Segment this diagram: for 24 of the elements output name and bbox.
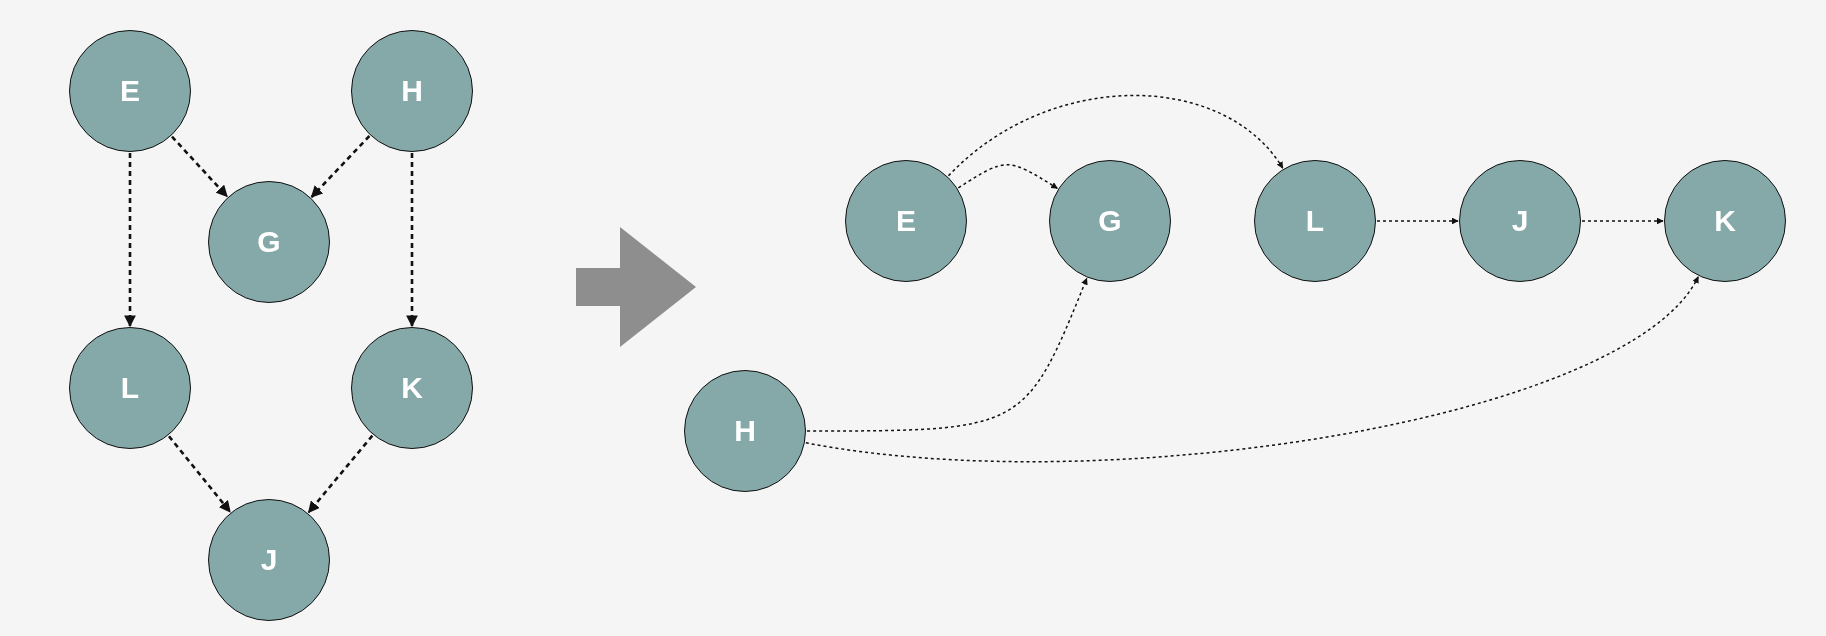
node-label: E [896, 204, 916, 238]
node-label: H [401, 74, 423, 108]
node-label: J [260, 543, 278, 577]
dashed-arrow [307, 434, 374, 514]
dashed-arrow [806, 277, 1088, 432]
dashed-arrow [805, 276, 1699, 463]
node-label: J [1511, 204, 1529, 238]
node-label: G [1098, 204, 1122, 238]
dashed-arrow [171, 135, 228, 198]
dashed-arrow [957, 164, 1059, 190]
node-label: L [120, 371, 140, 405]
node-label: K [401, 371, 423, 405]
dashed-arrow [1581, 217, 1664, 225]
node-label: K [1714, 204, 1736, 238]
node-label: H [734, 414, 756, 448]
node-label: L [1305, 204, 1325, 238]
node-label: G [257, 225, 281, 259]
dashed-arrow [124, 153, 136, 328]
dashed-arrow [947, 94, 1284, 177]
dashed-arrow [310, 135, 371, 198]
node-label: E [120, 74, 140, 108]
dashed-arrow [1376, 217, 1459, 225]
dashed-arrow [406, 153, 418, 328]
dashed-arrow [167, 435, 232, 513]
